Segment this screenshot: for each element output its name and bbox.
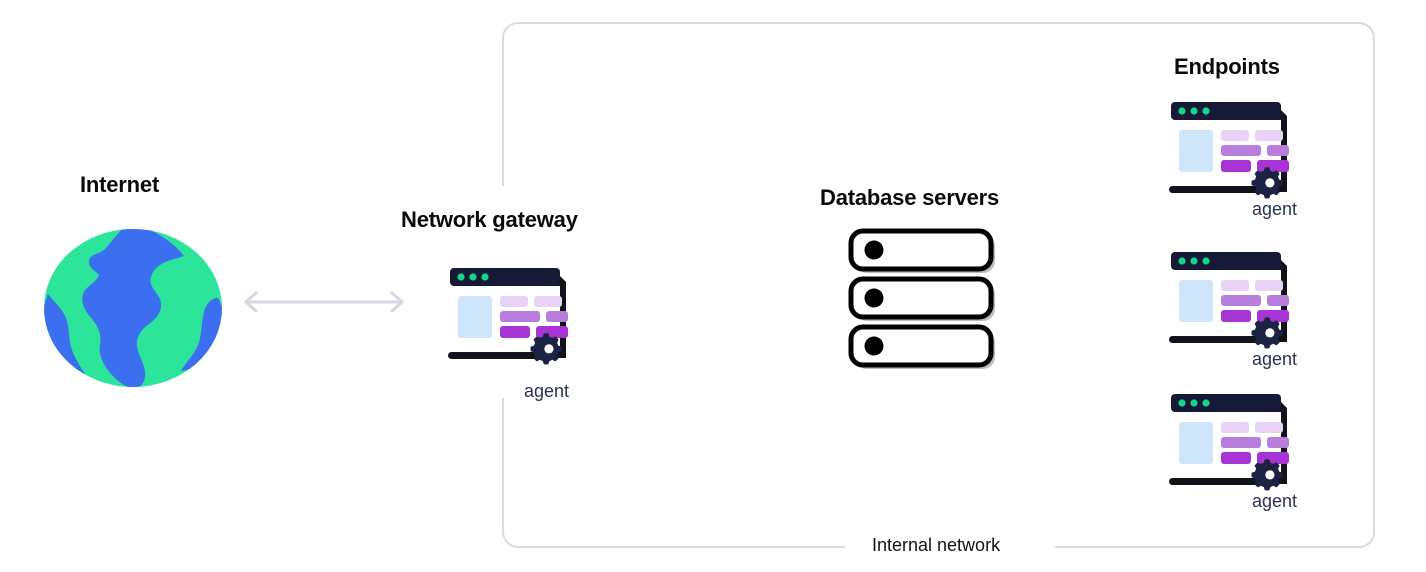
server-stack-icon: [845, 226, 1005, 370]
database-servers-title: Database servers: [820, 185, 1000, 210]
server-1: [848, 228, 995, 273]
server-3: [848, 324, 995, 369]
server-2: [848, 276, 995, 321]
endpoint-agent-label-3: agent: [1252, 491, 1298, 511]
internet-title: Internet: [80, 172, 160, 197]
globe-icon: [42, 228, 224, 388]
endpoint-agent-label-1: agent: [1252, 199, 1298, 219]
endpoint-agent-icon-2: [1165, 246, 1297, 358]
network-gateway-title: Network gateway: [401, 207, 578, 232]
endpoint-agent-label-2: agent: [1252, 349, 1298, 369]
bidirectional-arrow-icon: [236, 290, 412, 314]
endpoint-agent-icon-3: [1165, 388, 1297, 500]
gateway-agent-label: agent: [524, 381, 570, 401]
endpoints-title: Endpoints: [1174, 54, 1280, 79]
gateway-agent-icon: [444, 262, 576, 374]
endpoint-agent-icon-1: [1165, 96, 1297, 208]
internal-network-label: Internal network: [858, 535, 1015, 556]
